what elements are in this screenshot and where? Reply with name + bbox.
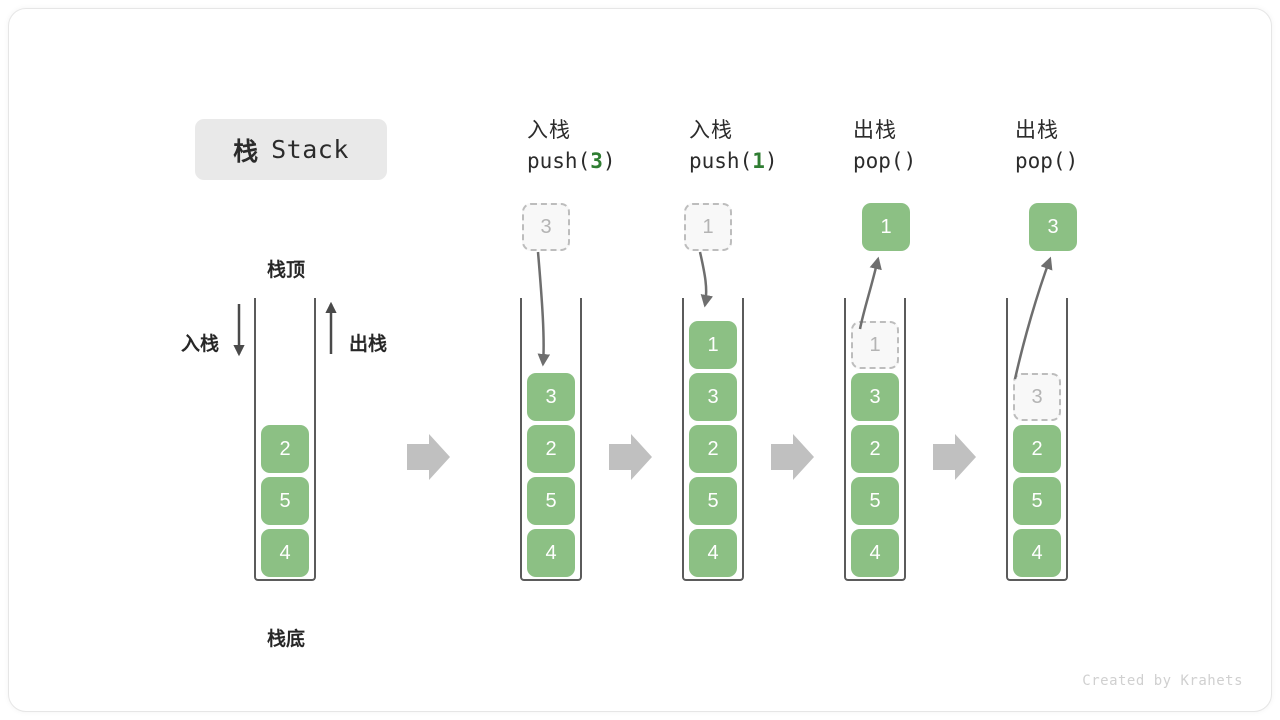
step-code: push(1) (689, 149, 778, 173)
stack-box-ghost: 1 (851, 321, 899, 369)
label-stack-bottom: 栈底 (267, 629, 306, 650)
diagram-canvas: 栈 Stack 栈顶 栈底 入栈 出栈 入栈 push(3) 入栈 push(1… (8, 8, 1272, 712)
page-title-latin: Stack (271, 135, 349, 164)
stack-box-ghost: 3 (1013, 373, 1061, 421)
page-title-cjk: 栈 (233, 137, 260, 166)
step-transition-arrow (407, 434, 450, 480)
step-transition-arrow (933, 434, 976, 480)
stack-box: 5 (851, 477, 899, 525)
stack-box: 3 (527, 373, 575, 421)
page-title: 栈 Stack (195, 119, 387, 180)
step-code: pop() (853, 149, 917, 173)
float-box-pop-3: 3 (1029, 203, 1077, 251)
stack-box: 3 (689, 373, 737, 421)
stack-container-pop-1: 1 3 2 5 4 (844, 298, 906, 581)
step-code: push(3) (527, 149, 616, 173)
step-code: pop() (1015, 149, 1079, 173)
stack-box: 4 (1013, 529, 1061, 577)
step-header-pop-1: 出栈 pop() (853, 117, 916, 177)
float-box-push-1: 1 (684, 203, 732, 251)
float-box-pop-1: 1 (862, 203, 910, 251)
stack-box: 2 (261, 425, 309, 473)
step-header-push-1: 入栈 push(1) (689, 117, 778, 177)
step-transition-arrow (609, 434, 652, 480)
step-op-label: 入栈 (689, 119, 733, 142)
stack-container-pop-3: 3 2 5 4 (1006, 298, 1068, 581)
stack-box: 5 (527, 477, 575, 525)
label-stack-top: 栈顶 (267, 260, 306, 281)
step-op-label: 出栈 (1015, 119, 1059, 142)
stack-container-push-3: 3 2 5 4 (520, 298, 582, 581)
step-op-label: 入栈 (527, 119, 571, 142)
stack-box: 2 (689, 425, 737, 473)
stack-box: 4 (261, 529, 309, 577)
stack-box: 1 (689, 321, 737, 369)
step-op-label: 出栈 (853, 119, 897, 142)
step-header-pop-3: 出栈 pop() (1015, 117, 1078, 177)
step-header-push-3: 入栈 push(3) (527, 117, 616, 177)
stack-box: 4 (851, 529, 899, 577)
float-box-push-3: 3 (522, 203, 570, 251)
stack-box: 5 (689, 477, 737, 525)
stack-box: 4 (527, 529, 575, 577)
stack-box: 5 (1013, 477, 1061, 525)
stack-box: 4 (689, 529, 737, 577)
stack-container-push-1: 1 3 2 5 4 (682, 298, 744, 581)
credit-label: Created by Krahets (1082, 673, 1243, 689)
stack-box: 5 (261, 477, 309, 525)
stack-box: 2 (851, 425, 899, 473)
stack-box: 2 (527, 425, 575, 473)
label-pop-side: 出栈 (349, 334, 388, 355)
label-push-side: 入栈 (181, 334, 220, 355)
step-transition-arrow (771, 434, 814, 480)
stack-container-initial: 2 5 4 (254, 298, 316, 581)
stack-box: 2 (1013, 425, 1061, 473)
stack-box: 3 (851, 373, 899, 421)
connector-overlay (233, 251, 1053, 480)
